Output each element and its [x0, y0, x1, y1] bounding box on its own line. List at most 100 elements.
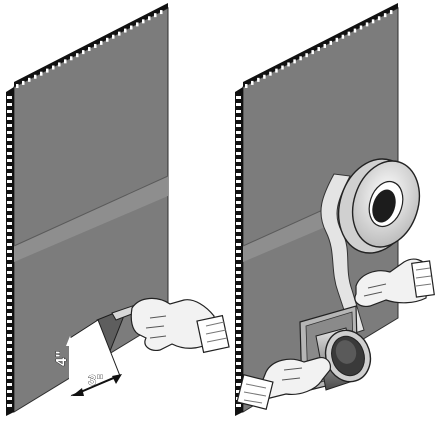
edge-tooth: [7, 180, 12, 183]
edge-tooth: [7, 215, 12, 218]
edge-tooth: [70, 56, 73, 60]
edge-tooth: [390, 10, 393, 14]
edge-tooth: [236, 173, 241, 176]
edge-tooth: [317, 47, 320, 51]
edge-tooth: [7, 292, 12, 295]
edge-tooth: [7, 152, 12, 155]
edge-tooth: [7, 187, 12, 190]
edge-tooth: [7, 271, 12, 274]
edge-tooth: [236, 383, 241, 386]
edge-tooth: [299, 56, 302, 60]
edge-tooth: [348, 32, 351, 36]
edge-tooth: [257, 78, 260, 82]
edge-tooth: [236, 110, 241, 113]
edge-tooth: [106, 38, 109, 42]
edge-tooth: [236, 243, 241, 246]
edge-tooth: [7, 201, 12, 204]
edge-tooth: [46, 69, 49, 73]
edge-tooth: [236, 222, 241, 225]
left-hand: [131, 298, 229, 352]
edge-tooth: [154, 13, 157, 17]
edge-tooth: [76, 53, 79, 57]
edge-tooth: [7, 348, 12, 351]
edge-tooth: [245, 84, 248, 88]
edge-tooth: [236, 299, 241, 302]
edge-tooth: [124, 29, 127, 33]
edge-tooth: [360, 25, 363, 29]
edge-tooth: [7, 166, 12, 169]
edge-tooth: [94, 44, 97, 48]
dimension-4-label: 4": [53, 351, 70, 366]
edge-tooth: [378, 16, 381, 20]
edge-tooth: [7, 355, 12, 358]
edge-tooth: [7, 117, 12, 120]
edge-tooth: [236, 355, 241, 358]
edge-tooth: [236, 404, 241, 407]
edge-tooth: [7, 376, 12, 379]
edge-tooth: [236, 236, 241, 239]
edge-tooth: [64, 59, 67, 63]
edge-tooth: [130, 25, 133, 29]
edge-tooth: [281, 66, 284, 70]
edge-tooth: [7, 208, 12, 211]
edge-tooth: [236, 159, 241, 162]
edge-tooth: [293, 59, 296, 63]
edge-tooth: [7, 131, 12, 134]
edge-tooth: [236, 257, 241, 260]
edge-tooth: [287, 62, 290, 66]
edge-tooth: [7, 341, 12, 344]
edge-tooth: [118, 32, 121, 36]
edge-tooth: [7, 313, 12, 316]
dimension-3-label: 3": [88, 372, 103, 389]
edge-tooth: [58, 62, 61, 66]
edge-tooth: [236, 278, 241, 281]
edge-tooth: [236, 320, 241, 323]
edge-tooth: [236, 96, 241, 99]
edge-tooth: [160, 10, 163, 14]
edge-tooth: [236, 180, 241, 183]
edge-tooth: [236, 264, 241, 267]
edge-tooth: [16, 84, 19, 88]
edge-tooth: [7, 243, 12, 246]
edge-tooth: [236, 306, 241, 309]
edge-tooth: [236, 166, 241, 169]
edge-tooth: [342, 35, 345, 39]
edge-tooth: [236, 194, 241, 197]
edge-tooth: [7, 334, 12, 337]
edge-tooth: [112, 35, 115, 39]
edge-tooth: [7, 369, 12, 372]
edge-tooth: [7, 327, 12, 330]
edge-tooth: [34, 75, 37, 79]
edge-tooth: [236, 208, 241, 211]
edge-tooth: [148, 16, 151, 20]
edge-tooth: [236, 215, 241, 218]
edge-tooth: [7, 250, 12, 253]
edge-tooth: [7, 383, 12, 386]
edge-tooth: [7, 229, 12, 232]
edge-tooth: [7, 362, 12, 365]
edge-tooth: [7, 103, 12, 106]
edge-tooth: [100, 41, 103, 45]
edge-tooth: [236, 292, 241, 295]
edge-tooth: [236, 341, 241, 344]
edge-tooth: [236, 327, 241, 330]
edge-tooth: [7, 159, 12, 162]
edge-tooth: [236, 103, 241, 106]
edge-tooth: [7, 110, 12, 113]
left-panel: 4" 3": [6, 3, 229, 416]
edge-tooth: [136, 22, 139, 26]
edge-tooth: [7, 145, 12, 148]
edge-tooth: [372, 19, 375, 23]
edge-tooth: [22, 81, 25, 85]
edge-tooth: [236, 152, 241, 155]
edge-tooth: [236, 250, 241, 253]
edge-tooth: [275, 69, 278, 73]
edge-tooth: [236, 285, 241, 288]
edge-tooth: [366, 22, 369, 26]
edge-tooth: [311, 50, 314, 54]
edge-tooth: [7, 299, 12, 302]
edge-tooth: [236, 229, 241, 232]
edge-tooth: [7, 173, 12, 176]
edge-tooth: [236, 334, 241, 337]
edge-tooth: [7, 138, 12, 141]
